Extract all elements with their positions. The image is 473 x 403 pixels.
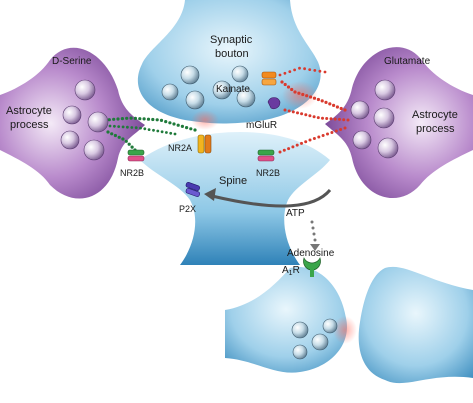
a1r-receptor-icon — [303, 257, 321, 277]
glutamate-label: Glutamate — [384, 56, 431, 67]
bouton-label: bouton — [215, 48, 249, 60]
cleft-glow-lower — [333, 316, 357, 344]
bouton-vesicles — [161, 65, 256, 110]
lower-terminal-vesicles — [291, 318, 338, 360]
cleft-glow-top — [191, 110, 219, 130]
nr2a-receptor-icon — [197, 134, 212, 154]
nr2a-label: NR2A — [168, 143, 192, 153]
dserine-pathway — [103, 116, 197, 152]
nr2b-left-receptor-icon — [127, 149, 145, 162]
synaptic-bouton — [137, 0, 321, 124]
glutamate-pathway — [278, 66, 350, 154]
nr2b-left-label: NR2B — [120, 168, 144, 178]
astrocyte-right-label-1: Astrocyte — [412, 109, 458, 121]
nr2b-right-receptor-icon — [257, 149, 275, 162]
astrocyte-left-label-1: Astrocyte — [6, 105, 52, 117]
lower-postsynaptic-terminal — [358, 266, 473, 384]
p2x-receptor-icon — [185, 181, 200, 197]
adenosine-label: Adenosine — [287, 248, 335, 259]
atp-label: ATP — [286, 208, 305, 219]
dserine-label: D-Serine — [52, 56, 92, 67]
astrocyte-right-vesicles — [350, 79, 399, 159]
kainate-receptor-icon — [261, 71, 277, 86]
astrocyte-left-vesicles — [60, 79, 109, 161]
synaptic-label: Synaptic — [210, 34, 253, 46]
atp-arrow — [211, 188, 332, 208]
dendritic-spine — [140, 132, 330, 265]
atp-arrowhead — [204, 188, 216, 201]
spine-label: Spine — [219, 175, 247, 187]
p2x-label: P2X — [179, 204, 196, 214]
mglur-label: mGluR — [246, 120, 277, 131]
astrocyte-right — [325, 47, 473, 199]
astrocyte-left-label-2: process — [10, 119, 49, 131]
astrocyte-right-label-2: process — [416, 123, 455, 135]
glutamate-glow — [282, 81, 318, 109]
kainate-label: Kainate — [216, 84, 250, 95]
a1r-label: A1R — [282, 265, 300, 277]
atp-to-adenosine-arrow — [310, 220, 320, 251]
nr2b-right-label: NR2B — [256, 168, 280, 178]
mglur-receptor-icon — [267, 97, 281, 110]
